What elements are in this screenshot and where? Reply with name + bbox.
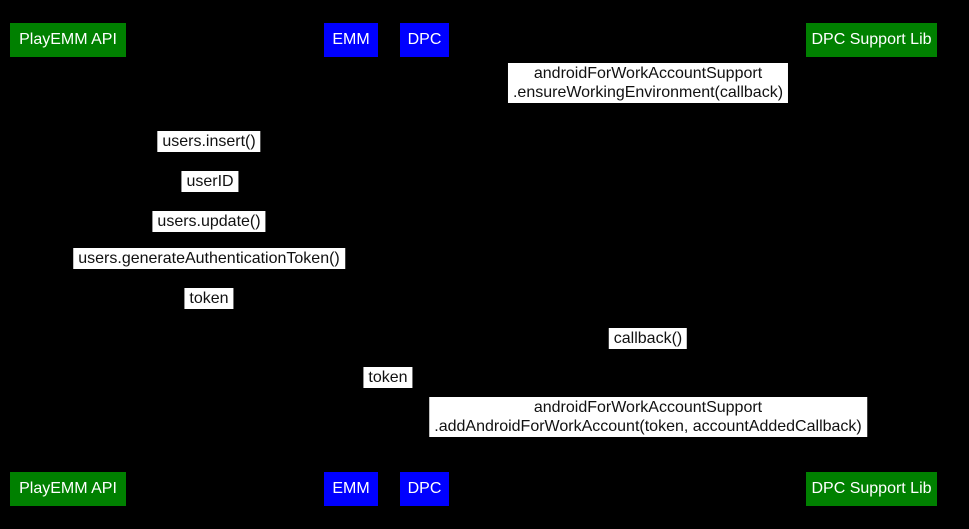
participant-dpc-bottom: DPC [400,472,449,506]
message-line: users.insert() [162,133,256,150]
participant-emm-top: EMM [324,23,378,57]
message-line: androidForWorkAccountSupport [533,65,763,82]
message-token-return: token [184,288,234,309]
message-line: token [189,290,229,307]
message-add-android-for-work-account: androidForWorkAccountSupport .addAndroid… [429,397,867,437]
message-token-to-dpc: token [363,367,413,388]
participant-emm-bottom: EMM [324,472,378,506]
message-line: userID [186,173,234,190]
message-userid: userID [181,171,239,192]
message-users-insert: users.insert() [157,131,261,152]
message-ensure-working-environment: androidForWorkAccountSupport .ensureWork… [507,63,789,103]
message-line: androidForWorkAccountSupport [533,399,763,416]
message-generate-authentication-token: users.generateAuthenticationToken() [73,248,345,269]
message-line: .addAndroidForWorkAccount(token, account… [434,418,862,435]
message-line: token [368,369,408,386]
participant-playemm-api-top: PlayEMM API [10,23,126,57]
message-line: users.generateAuthenticationToken() [78,250,340,267]
participant-dpc-support-lib-bottom: DPC Support Lib [806,472,937,506]
message-line: .ensureWorkingEnvironment(callback) [512,84,784,101]
participant-dpc-support-lib-top: DPC Support Lib [806,23,937,57]
message-callback: callback() [608,328,688,349]
message-line: callback() [613,330,683,347]
message-line: users.update() [157,213,261,230]
participant-dpc-top: DPC [400,23,449,57]
participant-playemm-api-bottom: PlayEMM API [10,472,126,506]
message-users-update: users.update() [152,211,266,232]
